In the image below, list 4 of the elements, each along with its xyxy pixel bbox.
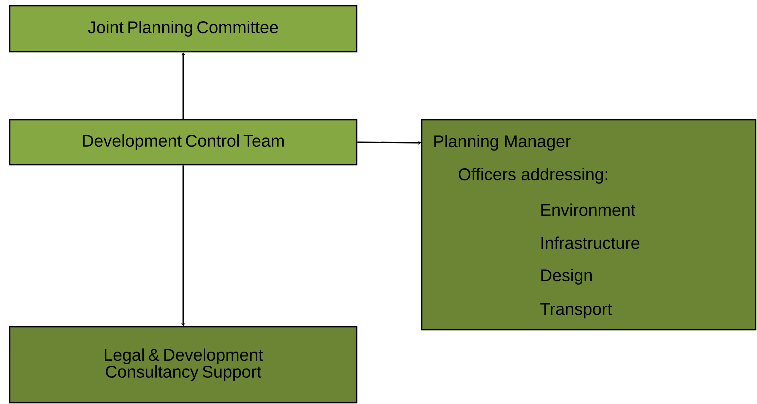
process-box: Joint Planning Committee (9, 5, 358, 53)
process-box: Legal & Development Consultancy Support (9, 326, 358, 404)
list-box: Planning Manager Officers addressing: Environment Infrastructure Design Transport (421, 119, 757, 331)
process-box: Development Control Team (9, 119, 358, 166)
